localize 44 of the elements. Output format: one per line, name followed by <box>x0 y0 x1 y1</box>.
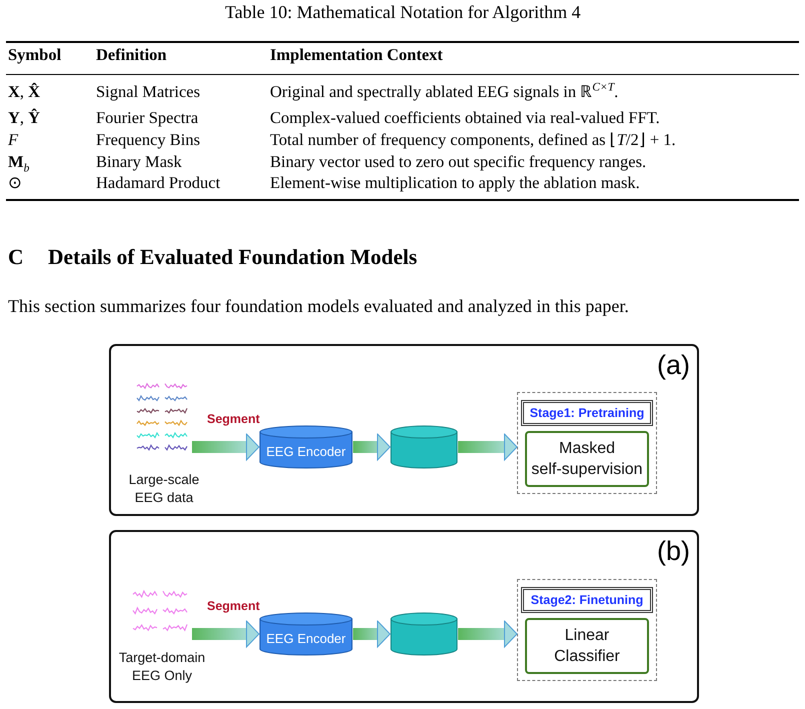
stage-title-box: Stage1: Pretraining <box>521 400 653 426</box>
context-description: Original and spectrally ablated EEG signals in ℝ$^{C×T}$. <box>270 82 618 102</box>
arrow <box>458 434 518 460</box>
task-box: Linear Classifier <box>525 618 649 674</box>
section-number: C <box>8 244 24 271</box>
task-box: Masked self-supervision <box>525 431 649 487</box>
panel-label: (a) <box>657 350 690 380</box>
edge-label: Segment <box>205 599 262 614</box>
math-symbol: Y, Ŷ <box>8 108 40 128</box>
arrow <box>192 620 260 648</box>
term-name: Binary Mask <box>96 152 182 172</box>
figure-panel <box>109 344 699 516</box>
table-caption: Table 10: Mathematical Notation for Algorithm 4 <box>225 1 581 23</box>
arrow <box>458 620 518 648</box>
math-symbol: ⊙ <box>8 173 22 193</box>
dashed-group-box <box>517 392 657 494</box>
term-name: Frequency Bins <box>96 130 200 150</box>
context-description: Complex-valued coefficients obtained via real-valued FFT. <box>270 108 660 128</box>
stage-title-box: Stage2: Finetuning <box>521 587 653 613</box>
data-caption: Target-domain EEG Only <box>118 649 206 685</box>
context-description: Element-wise multiplication to apply the ablation mask. <box>270 173 640 193</box>
context-description: Total number of frequency components, defined as ⌊T/2⌋ + 1. <box>270 130 676 150</box>
edge-label: Segment <box>205 412 262 427</box>
math-symbol: X, X̂ <box>8 82 40 102</box>
dashed-group-box <box>517 579 657 681</box>
arrow <box>192 434 260 460</box>
term-name: Signal Matrices <box>96 82 200 102</box>
figure-panel <box>109 530 699 703</box>
section-heading: Details of Evaluated Foundation Models <box>48 244 418 271</box>
column-header: Implementation Context <box>270 45 443 65</box>
model-cylinder <box>390 425 458 469</box>
arrow <box>353 434 390 460</box>
model-cylinder <box>390 612 458 656</box>
context-description: Binary vector used to zero out specific frequency ranges. <box>270 152 646 172</box>
panel-label: (b) <box>657 536 690 566</box>
body-paragraph: This section summarizes four foundation models evaluated and analyzed in this paper. <box>8 295 629 317</box>
math-symbol: F <box>8 130 18 150</box>
term-name: Hadamard Product <box>96 173 220 193</box>
column-header: Symbol <box>8 45 62 65</box>
arrow <box>353 620 390 648</box>
term-name: Fourier Spectra <box>96 108 198 128</box>
column-header: Definition <box>96 45 167 65</box>
math-symbol: M$_{b}$ <box>8 152 30 172</box>
data-caption: Large-scale EEG data <box>128 471 200 507</box>
